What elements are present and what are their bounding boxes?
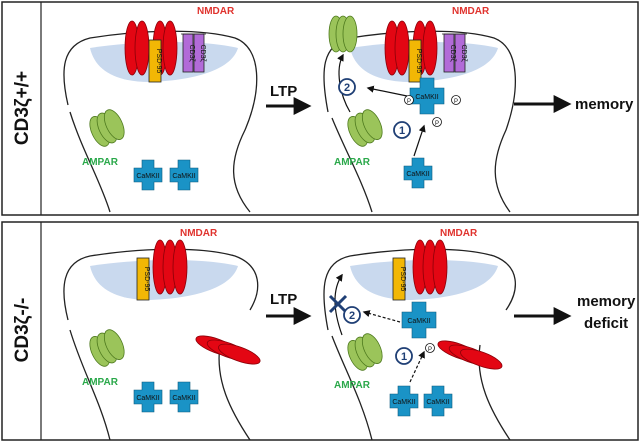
psd95-block — [408, 39, 422, 83]
phospho-marker: P — [425, 343, 435, 353]
ampar-label: AMPAR — [334, 157, 371, 168]
outcome-label: memory — [577, 293, 636, 310]
nmdar-receptor-extrasynaptic — [437, 340, 503, 370]
step-1-marker: 1 — [395, 347, 413, 365]
phospho-marker: P — [451, 95, 461, 105]
translocation-arrow — [366, 85, 408, 97]
camkii-kinase: CaMKII — [169, 159, 199, 191]
psd95-label: PSD-95 — [399, 267, 406, 292]
activation-arrow — [413, 124, 426, 157]
ampar-receptor — [347, 333, 383, 371]
ampar-receptor — [347, 109, 383, 147]
svg-text:2: 2 — [344, 82, 350, 94]
translocation-arrow-dashed — [362, 310, 401, 323]
svg-text:1: 1 — [399, 125, 405, 137]
cd3-zeta-label: CD3ζ — [188, 44, 195, 61]
svg-text:CaMKII: CaMKII — [407, 318, 430, 325]
svg-text:P: P — [454, 99, 458, 105]
svg-text:CaMKII: CaMKII — [415, 94, 438, 101]
svg-text:1: 1 — [401, 351, 407, 363]
svg-text:P: P — [435, 121, 439, 127]
nmdar-receptor — [152, 239, 188, 295]
genotype-label: CD3ζ-/- — [12, 298, 33, 363]
outcome-label-line2: deficit — [584, 315, 628, 332]
camkii-kinase: CaMKII — [403, 157, 433, 189]
psd95-label: PSD-95 — [415, 49, 422, 74]
nmdar-receptor — [384, 20, 438, 76]
phospho-marker: P — [432, 117, 442, 127]
cd3-zeta-label: CD3ζ — [460, 44, 467, 61]
psd95-block — [136, 257, 150, 301]
psd95-label: PSD-95 — [155, 49, 162, 74]
svg-text:P: P — [407, 99, 411, 105]
svg-text:CaMKII: CaMKII — [392, 399, 415, 406]
svg-text:CaMKII: CaMKII — [172, 173, 195, 180]
nmdar-label: NMDAR — [180, 228, 218, 239]
svg-text:CaMKII: CaMKII — [136, 173, 159, 180]
svg-text:CaMKII: CaMKII — [172, 395, 195, 402]
ampar-receptor — [89, 329, 125, 367]
ampar-label: AMPAR — [334, 380, 371, 391]
nmdar-receptor — [124, 20, 178, 76]
nmdar-receptor — [412, 239, 448, 295]
nmdar-receptor-extrasynaptic — [195, 335, 261, 365]
nmdar-label: NMDAR — [440, 228, 478, 239]
panel-wild-type: CD3ζ+/+ NMDAR PSD-95 CD3ζ CD3ζ AMPAR — [1, 1, 639, 216]
camkii-kinase-bound: CaMKII — [409, 77, 445, 115]
cd3-zeta-label: CD3ζ — [449, 44, 456, 61]
ampar-label: AMPAR — [82, 157, 119, 168]
psd95-label: PSD-95 — [143, 267, 150, 292]
nmdar-label: NMDAR — [197, 6, 235, 17]
svg-text:2: 2 — [349, 310, 355, 322]
nmdar-label: NMDAR — [452, 6, 490, 17]
svg-text:CaMKII: CaMKII — [426, 399, 449, 406]
ltp-label: LTP — [270, 83, 297, 100]
ampar-receptor — [89, 109, 125, 147]
blocked-cross-icon — [328, 294, 348, 314]
activation-arrow-dashed — [409, 350, 425, 383]
step-2-marker: 2 — [343, 306, 361, 324]
camkii-kinase: CaMKII — [401, 301, 437, 339]
psd95-block — [392, 257, 406, 301]
camkii-kinase: CaMKII — [423, 385, 453, 417]
camkii-kinase: CaMKII — [389, 385, 419, 417]
genotype-label: CD3ζ+/+ — [12, 71, 33, 145]
svg-text:CaMKII: CaMKII — [406, 171, 429, 178]
ltp-label: LTP — [270, 291, 297, 308]
camkii-kinase: CaMKII — [169, 381, 199, 413]
ampar-receptor-inserted — [328, 15, 358, 53]
step-2-marker: 2 — [338, 78, 356, 96]
svg-text:P: P — [428, 347, 432, 353]
phospho-marker: P — [404, 95, 414, 105]
svg-text:CaMKII: CaMKII — [136, 395, 159, 402]
dendritic-spine-before — [63, 30, 258, 213]
panel-knockout: CD3ζ-/- NMDAR PSD-95 AMPAR — [1, 221, 639, 441]
cd3-zeta-label: CD3ζ — [199, 44, 206, 61]
ampar-label: AMPAR — [82, 377, 119, 388]
outcome-label: memory — [575, 96, 634, 113]
psd95-block — [148, 39, 162, 83]
step-1-marker: 1 — [393, 121, 411, 139]
camkii-kinase: CaMKII — [133, 381, 163, 413]
camkii-kinase: CaMKII — [133, 159, 163, 191]
